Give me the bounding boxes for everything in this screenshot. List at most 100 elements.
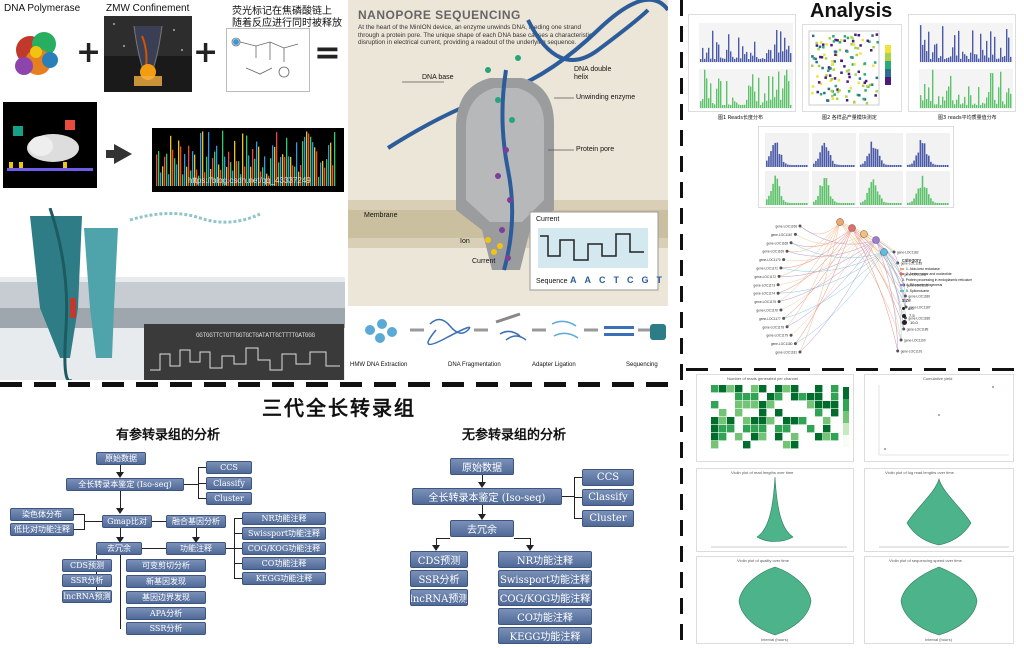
data-point [817,64,821,68]
data-point [825,43,828,46]
bar [952,100,954,108]
heat-cell [831,401,839,409]
trace-peak [256,141,258,186]
heat-cell [711,409,719,417]
data-point [864,89,867,92]
heat-cell [775,433,783,441]
gene-label: gene-LOC1174 [754,292,776,296]
data-point [872,45,875,49]
network-edge [883,251,906,297]
network-edge [795,233,865,245]
legend-label: 5. Spliceosome [906,288,930,293]
bar [772,145,774,167]
bar [978,58,980,62]
heat-cell [751,417,759,425]
heat-cell [823,409,831,417]
heat-cell [751,441,759,449]
heat-cell [759,433,767,441]
func-annot-box: 功能注释 [166,542,226,555]
heat-cell [783,417,791,425]
cluster-box: Cluster [582,510,634,527]
gene-label: gene-LOC1182 [897,251,919,255]
trace-peak [294,166,296,186]
heat-cell [815,393,823,401]
trace-peak [166,153,168,186]
bar [746,51,748,62]
base-letter: T [656,275,663,285]
data-point [848,75,851,79]
base-letter: A [570,275,577,285]
bar [938,202,941,205]
gene-label: gene-LOC1177 [759,317,781,321]
trace-peak [182,174,184,186]
base-letter: T [613,275,620,285]
heat-cell [751,393,759,401]
data-point [835,97,839,101]
data-point [854,46,857,50]
bar [1000,71,1002,108]
network-edge [863,233,902,341]
bar [923,187,926,205]
heat-cell [791,425,799,433]
data-point [859,44,862,47]
interval-label: Interval (hours) [925,637,952,642]
data-point [833,77,837,80]
kegg-annot-box: KEGG功能注释 [242,572,326,585]
bar [836,202,838,205]
bar [986,40,988,62]
heat-cell [807,441,815,449]
data-point [826,99,829,102]
trace-peak [236,161,238,186]
heat-cell [815,433,823,441]
heat-cell [727,393,735,401]
bar [909,202,911,205]
quality-chart [908,14,1016,112]
data-point [831,97,835,101]
data-point [836,90,840,94]
bar [946,90,948,108]
category-node [836,218,844,226]
trace-peak [164,156,166,186]
heat-cell [735,401,743,409]
bar [819,152,821,167]
trace-peak [260,171,262,186]
trace-peak [180,146,182,186]
gene-label: gene-LOC1176 [756,309,778,313]
heat-cell [735,417,743,425]
plot-area [919,69,1013,109]
gene-node [793,342,797,346]
data-point [832,68,835,71]
bar [754,91,756,108]
bar [895,164,898,167]
heat-cell [799,417,807,425]
heat-cell [735,385,743,393]
gene-node [779,266,783,270]
data-point [863,73,867,76]
bar [708,98,710,108]
data-point [847,90,851,93]
heat-cell [775,393,783,401]
bar [984,55,986,62]
dna-double-helix-label: DNA double helix [574,66,612,81]
bar [844,202,847,205]
trace-peak [198,175,200,186]
bar [789,164,791,167]
gene-node [785,249,789,253]
gene-label: gene-LOC1175 [755,300,777,304]
bar [895,202,898,205]
bar [742,104,744,108]
base-letter: A [584,275,592,285]
bar [762,58,764,62]
sequencing-trace-image: https://blog.csdn.net/qq_43337249 [152,128,344,192]
bar [923,143,926,167]
gene-label: gene-LOC1185 [907,284,929,288]
raw-data-box: 原始数据 [450,458,514,475]
heat-cell [823,401,831,409]
chart-caption: 图3 reads平均质量值分布 [938,115,997,121]
bar [813,201,815,205]
trace-peak [224,156,226,186]
legend-label: 3. Protein processing in endoplasmic ret… [902,277,973,282]
category-node [880,248,888,256]
bar [992,73,994,108]
heat-cell [767,425,775,433]
